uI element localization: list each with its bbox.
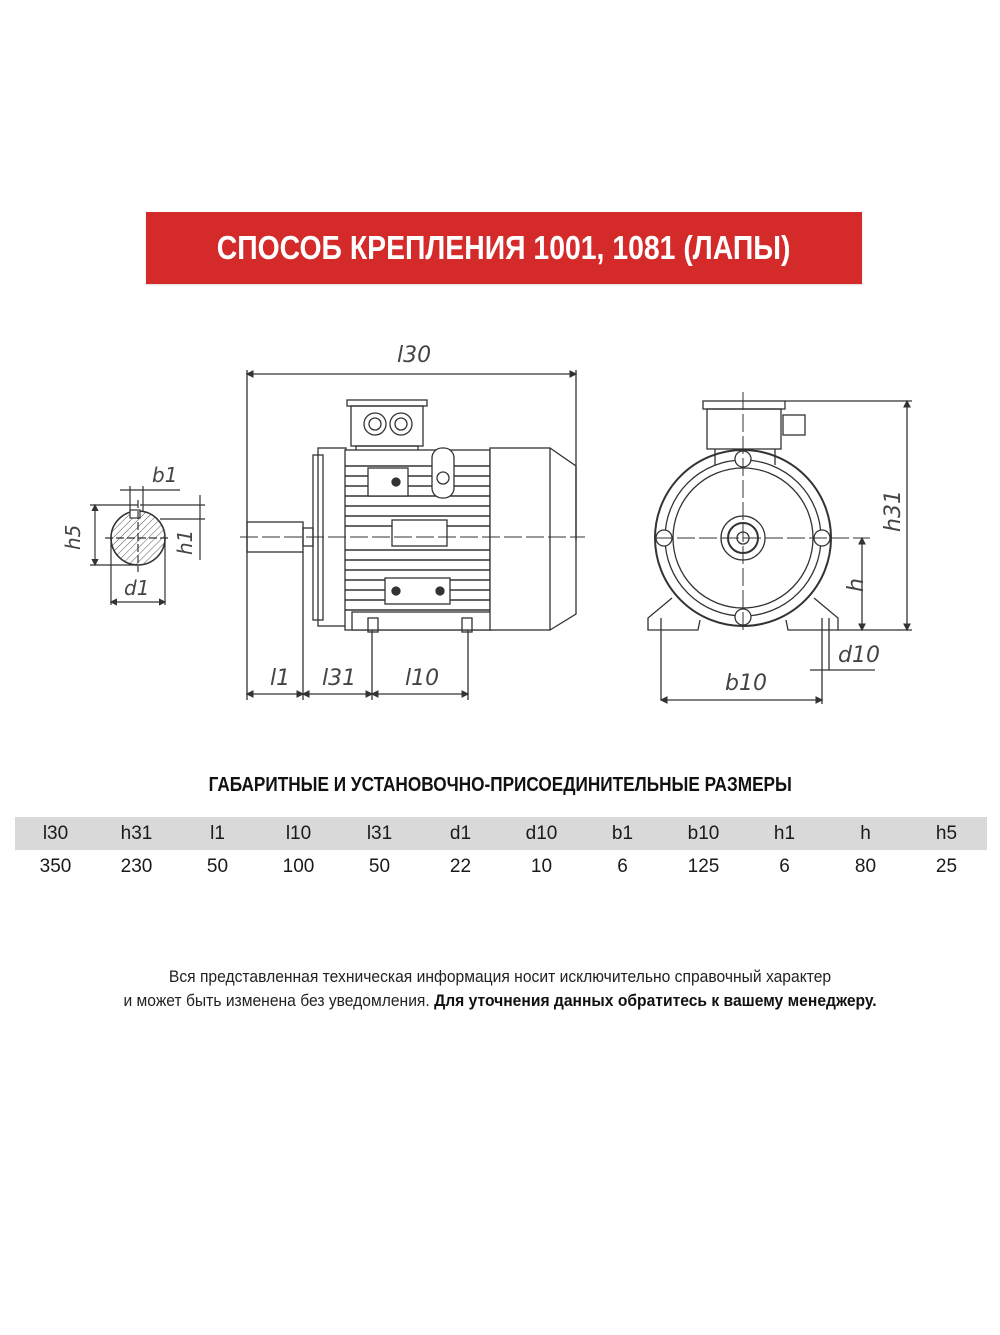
label-l31: l31	[322, 666, 356, 691]
label-d10: d10	[838, 643, 880, 668]
shaft-section-view	[90, 486, 205, 606]
value-cell: 350	[39, 855, 72, 877]
disclaimer-line-1: Вся представленная техническая информаци…	[168, 967, 832, 986]
dimensions-header-row: l30 h31 l1 l10 l31 d1 d10 b1 b10 h1 h h5	[15, 817, 987, 850]
label-b1: b1	[152, 463, 177, 487]
dimensions-title: ГАБАРИТНЫЕ И УСТАНОВОЧНО-ПРИСОЕДИНИТЕЛЬН…	[208, 774, 792, 796]
title-banner: СПОСОБ КРЕПЛЕНИЯ 1001, 1081 (ЛАПЫ)	[146, 212, 862, 284]
header-cell: d10	[525, 822, 558, 844]
value-cell: 50	[368, 855, 391, 877]
value-cell: 230	[120, 855, 153, 877]
value-cell: 50	[206, 855, 229, 877]
value-cell: 80	[854, 855, 877, 877]
header-cell: b1	[611, 822, 634, 844]
header-cell: h	[860, 822, 871, 844]
label-h1: h1	[173, 530, 197, 555]
header-cell: b10	[687, 822, 720, 844]
header-cell: l10	[285, 822, 312, 844]
dimensions-table: l30 h31 l1 l10 l31 d1 d10 b1 b10 h1 h h5…	[15, 817, 987, 883]
header-cell: h5	[935, 822, 958, 844]
label-h31: h31	[881, 490, 906, 532]
disclaimer-line-2: и может быть изменена без уведомления. Д…	[40, 989, 960, 1013]
disclaimer-bold-text: Для уточнения данных обратитесь к вашему…	[434, 991, 877, 1010]
label-b10: b10	[725, 671, 767, 696]
header-cell: l30	[42, 822, 69, 844]
motor-side-view	[240, 370, 585, 700]
label-h5: h5	[61, 525, 85, 550]
dimensions-values-row: 350 230 50 100 50 22 10 6 125 6 80 25	[15, 850, 987, 883]
disclaimer-regular-text: и может быть изменена без уведомления.	[123, 991, 435, 1010]
value-cell: 100	[282, 855, 315, 877]
header-cell: l31	[366, 822, 393, 844]
label-l10: l10	[405, 666, 439, 691]
motor-technical-drawing: b1 h5 h1 d1	[61, 343, 912, 704]
banner-title: СПОСОБ КРЕПЛЕНИЯ 1001, 1081 (ЛАПЫ)	[217, 229, 791, 266]
label-d1: d1	[124, 576, 149, 600]
value-cell: 6	[617, 855, 628, 877]
value-cell: 25	[935, 855, 958, 877]
header-cell: l1	[210, 822, 225, 844]
label-h: h	[844, 578, 869, 592]
value-cell: 10	[530, 855, 553, 877]
disclaimer: Вся представленная техническая информаци…	[0, 965, 1000, 1013]
header-cell: d1	[449, 822, 472, 844]
value-cell: 125	[687, 855, 720, 877]
label-l1: l1	[270, 666, 290, 691]
value-cell: 22	[449, 855, 472, 877]
header-cell: h31	[120, 822, 153, 844]
label-l30: l30	[397, 343, 431, 368]
motor-front-view	[647, 392, 912, 704]
header-cell: h1	[773, 822, 796, 844]
value-cell: 6	[779, 855, 790, 877]
